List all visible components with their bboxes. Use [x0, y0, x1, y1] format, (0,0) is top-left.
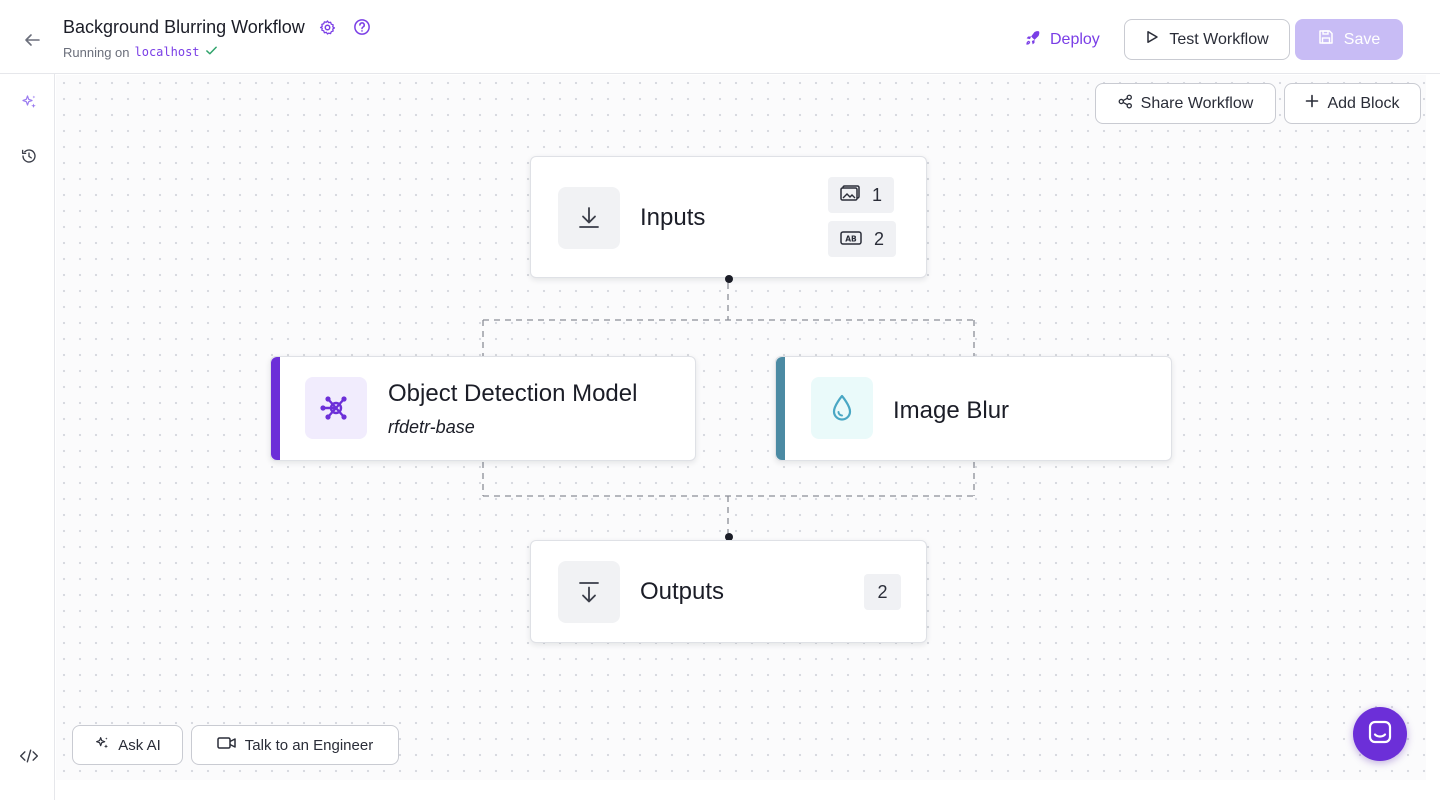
workflow-title-block: Background Blurring Workflow Running on …	[63, 16, 373, 60]
outputs-count-chip: 2	[864, 574, 901, 610]
object-detection-node[interactable]: Object Detection Model rfdetr-base	[270, 356, 696, 461]
outputs-title: Outputs	[640, 578, 725, 605]
object-detection-model: rfdetr-base	[388, 417, 475, 437]
sparkles-icon	[94, 735, 110, 755]
deploy-label: Deploy	[1050, 31, 1100, 48]
ask-ai-label: Ask AI	[118, 736, 161, 754]
text-input-count: 2	[874, 228, 885, 249]
detection-stripe	[271, 357, 280, 460]
plus-icon	[1305, 94, 1319, 113]
text-field-icon: AB	[840, 229, 862, 250]
test-workflow-button[interactable]: Test Workflow	[1124, 19, 1290, 60]
back-arrow-icon[interactable]	[18, 26, 46, 54]
inputs-output-handle[interactable]	[725, 275, 733, 283]
chat-bubble-icon	[1367, 719, 1393, 750]
inputs-node[interactable]: Inputs 1 AB 2	[530, 156, 927, 278]
image-input-count: 1	[872, 184, 883, 205]
image-blur-title: Image Blur	[893, 397, 1010, 424]
run-status: Running on localhost	[63, 44, 373, 60]
add-block-button[interactable]: Add Block	[1284, 83, 1421, 124]
floppy-disk-icon	[1318, 29, 1334, 50]
play-icon	[1145, 30, 1159, 49]
rocket-icon	[1024, 29, 1042, 52]
output-icon	[558, 561, 620, 623]
inputs-title: Inputs	[640, 204, 706, 231]
outputs-count: 2	[877, 581, 888, 602]
talk-to-engineer-button[interactable]: Talk to an Engineer	[191, 725, 399, 765]
code-icon[interactable]	[17, 744, 41, 768]
status-host: localhost	[134, 45, 200, 59]
image-blur-node[interactable]: Image Blur	[775, 356, 1172, 461]
save-button[interactable]: Save	[1295, 19, 1403, 60]
text-input-chip: AB 2	[828, 221, 897, 257]
video-camera-icon	[217, 736, 237, 754]
droplet-icon	[811, 377, 873, 439]
canvas-right-border	[1426, 75, 1440, 800]
share-nodes-icon	[1118, 94, 1133, 114]
deploy-button[interactable]: Deploy	[1018, 24, 1106, 56]
gear-icon[interactable]	[317, 16, 339, 38]
check-icon	[205, 44, 218, 60]
download-icon	[558, 187, 620, 249]
image-input-chip: 1	[828, 177, 895, 213]
add-block-label: Add Block	[1327, 94, 1400, 112]
outputs-node[interactable]: Outputs 2	[530, 540, 927, 643]
status-prefix: Running on	[63, 44, 130, 60]
chat-button[interactable]	[1353, 707, 1407, 761]
object-detection-title: Object Detection Model	[388, 380, 638, 407]
svg-text:AB: AB	[845, 234, 857, 243]
talk-to-engineer-label: Talk to an Engineer	[244, 736, 374, 754]
save-label: Save	[1343, 30, 1381, 48]
blur-stripe	[776, 357, 785, 460]
share-workflow-label: Share Workflow	[1140, 94, 1254, 112]
share-workflow-button[interactable]: Share Workflow	[1095, 83, 1276, 124]
top-header: Background Blurring Workflow Running on …	[0, 0, 1440, 74]
canvas-bottom-border	[56, 780, 1426, 800]
ask-ai-button[interactable]: Ask AI	[72, 725, 183, 765]
help-circle-icon[interactable]	[351, 16, 373, 38]
left-rail	[0, 74, 55, 800]
network-icon	[305, 377, 367, 439]
outputs-input-handle[interactable]	[725, 533, 733, 541]
workflow-title: Background Blurring Workflow	[63, 16, 305, 37]
test-workflow-label: Test Workflow	[1169, 30, 1269, 48]
image-icon	[840, 184, 860, 206]
sparkles-icon[interactable]	[17, 90, 41, 114]
history-icon[interactable]	[17, 144, 41, 168]
